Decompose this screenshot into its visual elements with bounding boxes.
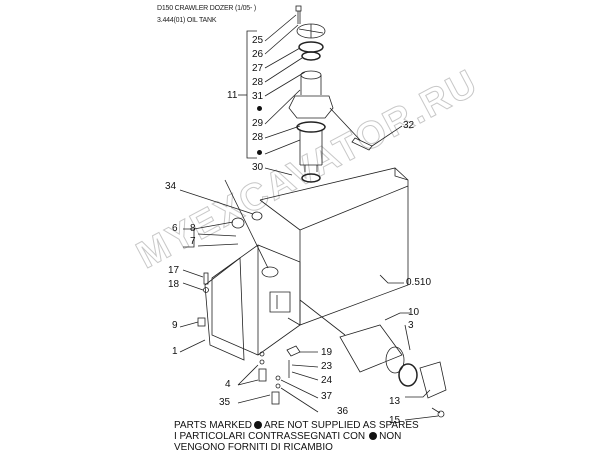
callout-1: 1 xyxy=(172,346,178,357)
callout-3: 3 xyxy=(408,320,414,331)
callout-9: 9 xyxy=(172,320,178,331)
section-title: 3.444(01) OIL TANK xyxy=(157,17,217,24)
callout-34: 34 xyxy=(165,181,177,192)
callout-28b: 28 xyxy=(252,132,264,143)
callout-11: 11 xyxy=(227,90,238,101)
callout-13: 13 xyxy=(389,396,401,407)
callout-7: 7 xyxy=(190,236,196,247)
callout-37: 37 xyxy=(321,391,333,402)
callout-36: 36 xyxy=(337,406,349,417)
callout-24: 24 xyxy=(321,375,333,386)
callout-10: 10 xyxy=(408,307,420,318)
callout-4: 4 xyxy=(225,379,231,390)
callout-29: 29 xyxy=(252,118,264,129)
callout-8: 8 xyxy=(190,223,196,234)
callout-6: 6 xyxy=(172,223,178,234)
callout-23: 23 xyxy=(321,361,333,372)
callout-26: 26 xyxy=(252,49,264,60)
bullet-marker-icon xyxy=(369,432,378,440)
callout-18: 18 xyxy=(168,279,180,290)
callout-19: 19 xyxy=(321,347,333,358)
callout-31: 31 xyxy=(252,91,264,102)
callout-0510: 0.510 xyxy=(406,277,432,288)
not-supplied-marker xyxy=(257,150,262,155)
callout-25: 25 xyxy=(252,35,264,46)
callout-17: 17 xyxy=(168,265,180,276)
callout-15: 15 xyxy=(389,415,401,426)
model-title: D150 CRAWLER DOZER (1/05- ) xyxy=(157,5,256,12)
callout-27: 27 xyxy=(252,63,264,74)
callout-28a: 28 xyxy=(252,77,264,88)
callout-32: 32 xyxy=(403,120,415,131)
note-line-3: VENGONO FORNITI DI RICAMBIO xyxy=(174,442,333,453)
callout-30: 30 xyxy=(252,162,264,173)
bullet-marker-icon xyxy=(253,421,262,429)
not-supplied-marker xyxy=(257,106,262,111)
callout-35: 35 xyxy=(219,397,231,408)
